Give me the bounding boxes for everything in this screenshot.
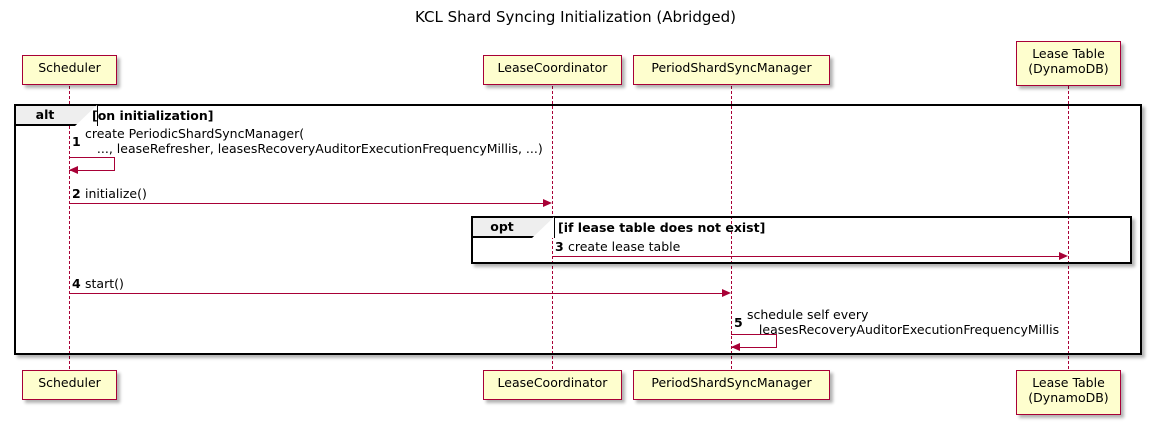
participant-leasetable-top[interactable]: Lease Table (DynamoDB) [1016,41,1121,86]
message-1-number: 1 [72,134,81,149]
message-3-line [552,256,1059,257]
alt-frame [14,104,1142,355]
opt-frame [471,216,1132,264]
message-5-number: 5 [734,315,743,330]
message-2-label: initialize() [85,186,147,201]
opt-frame-tab: opt [473,217,555,238]
lifeline-scheduler [69,86,70,369]
message-5-label: schedule self every leasesRecoveryAudito… [747,307,1060,338]
participant-periodshardsyncmanager-bottom[interactable]: PeriodShardSyncManager [633,370,830,400]
opt-frame-condition: [if lease table does not exist] [558,220,766,235]
message-4-line [69,293,722,294]
participant-periodshardsyncmanager-top[interactable]: PeriodShardSyncManager [633,55,830,85]
message-2-arrowhead [543,198,552,207]
lifeline-periodshardsyncmanager [731,86,732,369]
participant-leasecoordinator-bottom[interactable]: LeaseCoordinator [483,370,622,400]
participant-leasetable-bottom[interactable]: Lease Table (DynamoDB) [1016,370,1121,415]
lifeline-leasetable [1068,86,1069,369]
message-1-self-loop [69,157,115,171]
message-4-number: 4 [72,276,81,291]
message-4-label: start() [85,276,124,291]
message-1-arrowhead [69,166,78,174]
participant-leasecoordinator-top[interactable]: LeaseCoordinator [483,55,622,85]
message-5-arrowhead [731,343,740,351]
alt-frame-condition: [on initialization] [92,108,214,123]
message-5-self-loop [731,334,777,348]
message-2-line [69,203,543,204]
message-1-label: create PeriodicShardSyncManager( ..., le… [85,126,543,157]
message-3-arrowhead [1059,251,1068,260]
alt-frame-tab: alt [16,105,98,126]
diagram-title: KCL Shard Syncing Initialization (Abridg… [415,8,736,26]
message-3-number: 3 [555,239,564,254]
participant-scheduler-bottom[interactable]: Scheduler [22,370,117,400]
message-2-number: 2 [72,186,81,201]
message-4-arrowhead [722,288,731,297]
participant-scheduler-top[interactable]: Scheduler [22,55,117,85]
message-3-label: create lease table [568,239,681,254]
